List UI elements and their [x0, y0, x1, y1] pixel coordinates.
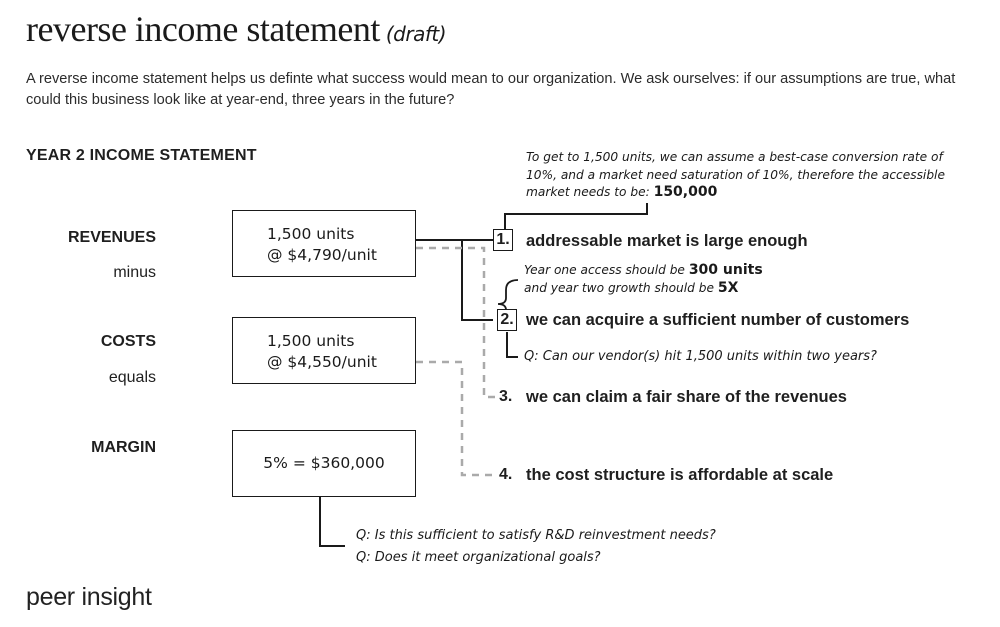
assumption-1-text: addressable market is large enough	[526, 232, 808, 250]
costs-box: 1,500 units @ $4,550/unit	[232, 317, 416, 384]
revenues-box: 1,500 units @ $4,790/unit	[232, 210, 416, 277]
margin-question-1: Q: Is this sufficient to satisfy R&D rei…	[356, 528, 716, 543]
section-heading: YEAR 2 INCOME STATEMENT	[26, 147, 257, 164]
market-note-line-2: 10%, and a market need saturation of 10%…	[526, 167, 945, 182]
assumption-2-text: we can acquire a sufficient number of cu…	[526, 311, 910, 329]
assumption-1-number: 1.	[493, 229, 513, 251]
peer-insight-logo: peer insight	[26, 583, 152, 611]
title-text: reverse income statement	[26, 9, 380, 49]
label-margin: MARGIN	[91, 439, 156, 456]
margin-box: 5% = $360,000	[232, 430, 416, 497]
market-size-note: To get to 1,500 units, we can assume a b…	[526, 149, 956, 202]
connector-revenue-to-2	[461, 240, 493, 321]
label-revenues: REVENUES	[67, 229, 156, 246]
vendor-question: Q: Can our vendor(s) hit 1,500 units wit…	[524, 349, 877, 364]
connector-note-market	[504, 203, 648, 229]
connector-vendor-question	[506, 332, 518, 358]
page-title: reverse income statement(draft)	[26, 8, 447, 50]
label-equals: equals	[108, 369, 156, 386]
intro-paragraph: A reverse income statement helps us defi…	[26, 71, 956, 108]
growth-line: and year two growth should be 5X	[524, 279, 739, 296]
margin-questions: Q: Is this sufficient to satisfy R&D rei…	[356, 525, 716, 569]
assumption-3-text: we can claim a fair share of the revenue…	[526, 388, 847, 406]
connector-cost-to-4	[416, 360, 492, 477]
margin-question-2: Q: Does it meet organizational goals?	[356, 550, 601, 565]
costs-price: @ $4,550/unit	[267, 353, 377, 371]
margin-value: 5% = $360,000	[263, 454, 385, 472]
label-costs: COSTS	[100, 333, 156, 350]
growth-value: 5X	[717, 279, 739, 296]
market-note-line-3: market needs to be: 150,000	[526, 184, 718, 200]
title-draft-note: (draft)	[385, 22, 447, 46]
connector-revenue-to-3	[416, 246, 496, 399]
market-value: 150,000	[653, 184, 718, 200]
revenues-price: @ $4,790/unit	[267, 246, 377, 264]
costs-units: 1,500 units	[267, 332, 355, 350]
label-minus: minus	[113, 264, 156, 281]
revenues-units: 1,500 units	[267, 225, 355, 243]
market-note-line-1: To get to 1,500 units, we can assume a b…	[526, 150, 943, 164]
assumption-4-text: the cost structure is affordable at scal…	[526, 466, 834, 484]
year-one-value: 300 units	[688, 262, 763, 278]
year-one-line: Year one access should be 300 units	[524, 262, 763, 278]
connector-margin-questions	[319, 497, 345, 547]
assumption-3-number: 3.	[499, 388, 513, 405]
year-one-note: Year one access should be 300 units and …	[524, 262, 844, 297]
bracket-year-one	[497, 279, 519, 311]
assumption-4-number: 4.	[499, 466, 513, 483]
assumption-2-number: 2.	[497, 309, 517, 331]
